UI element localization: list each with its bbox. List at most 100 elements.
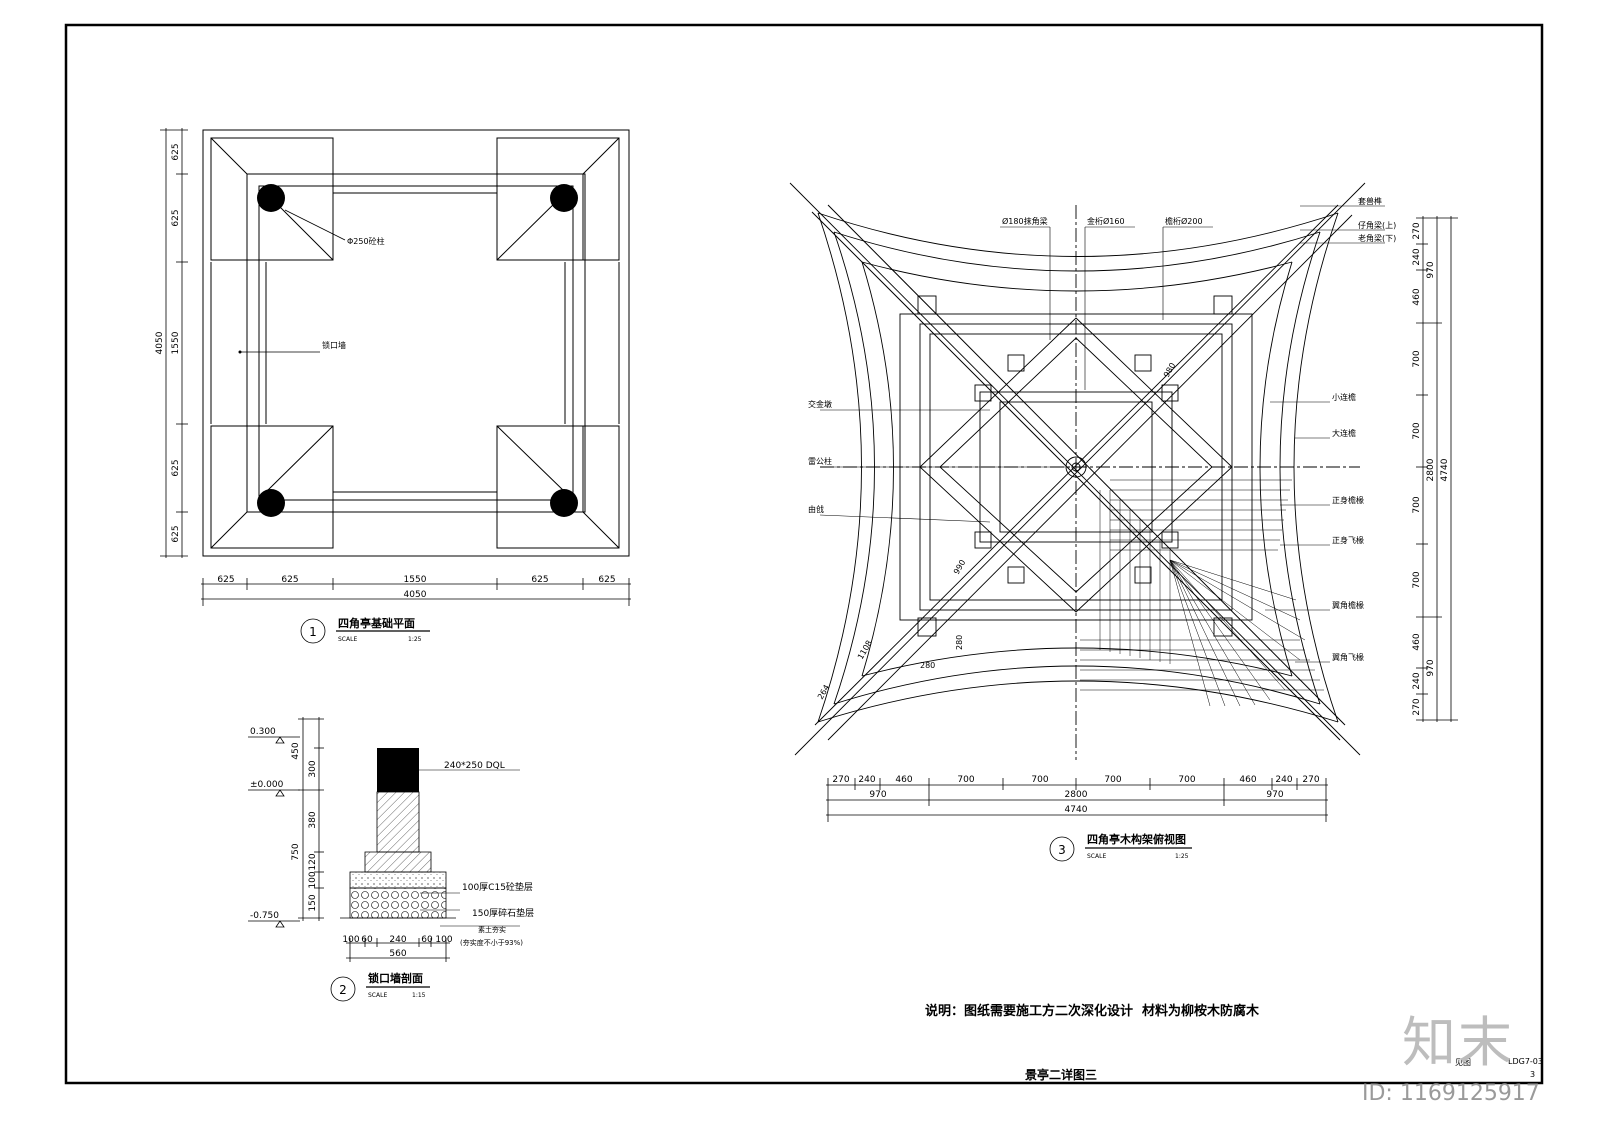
plan1-title: 四角亭基础平面 bbox=[338, 616, 415, 630]
svg-text:625: 625 bbox=[217, 575, 234, 585]
svg-text:2: 2 bbox=[339, 983, 347, 997]
concrete-columns bbox=[257, 184, 578, 517]
svg-text:280: 280 bbox=[920, 661, 935, 670]
section2-levels bbox=[248, 736, 300, 928]
svg-text:700: 700 bbox=[1412, 571, 1422, 588]
svg-text:正身檐椽: 正身檐椽 bbox=[1332, 495, 1364, 505]
svg-text:60: 60 bbox=[361, 935, 373, 945]
svg-text:1108: 1108 bbox=[856, 639, 874, 661]
plan3-title: 四角亭木构架俯视图 bbox=[1087, 832, 1186, 846]
svg-text:仔角梁(上): 仔角梁(上) bbox=[1358, 220, 1396, 230]
svg-text:4740: 4740 bbox=[1440, 458, 1450, 481]
svg-text:700: 700 bbox=[957, 775, 974, 785]
svg-text:雷公柱: 雷公柱 bbox=[808, 456, 832, 466]
svg-text:150厚碎石垫层: 150厚碎石垫层 bbox=[472, 907, 534, 919]
svg-text:625: 625 bbox=[531, 575, 548, 585]
svg-text:625: 625 bbox=[171, 525, 181, 542]
svg-text:240: 240 bbox=[389, 935, 406, 945]
svg-text:2800: 2800 bbox=[1426, 458, 1436, 481]
svg-text:625: 625 bbox=[598, 575, 615, 585]
svg-text:檐桁Ø200: 檐桁Ø200 bbox=[1165, 216, 1203, 226]
svg-text:1550: 1550 bbox=[404, 575, 427, 585]
svg-text:240: 240 bbox=[858, 775, 875, 785]
svg-text:120: 120 bbox=[308, 853, 318, 870]
column-tl bbox=[257, 184, 285, 212]
svg-text:150: 150 bbox=[308, 894, 318, 911]
svg-text:460: 460 bbox=[895, 775, 912, 785]
svg-text:交金墩: 交金墩 bbox=[808, 399, 832, 409]
svg-text:老角梁(下): 老角梁(下) bbox=[1358, 233, 1396, 243]
svg-text:由戗: 由戗 bbox=[808, 504, 824, 514]
svg-text:750: 750 bbox=[291, 843, 301, 860]
plan3-leaders bbox=[819, 205, 1385, 663]
ring-beam bbox=[377, 748, 419, 792]
plan3-title-block: 3 四角亭木构架俯视图 SCALE 1:25 bbox=[1049, 832, 1192, 862]
svg-text:SCALE: SCALE bbox=[338, 636, 357, 643]
brand-watermark: 知末 bbox=[1402, 1011, 1514, 1074]
svg-text:SCALE: SCALE bbox=[368, 992, 387, 999]
corner-footing-bl bbox=[210, 425, 334, 549]
svg-text:270: 270 bbox=[1412, 698, 1422, 715]
svg-text:240: 240 bbox=[1275, 775, 1292, 785]
timber-frame-plan bbox=[789, 182, 1366, 760]
svg-text:625: 625 bbox=[171, 143, 181, 160]
svg-text:2800: 2800 bbox=[1065, 790, 1088, 800]
svg-text:970: 970 bbox=[1426, 659, 1436, 676]
svg-text:-0.750: -0.750 bbox=[250, 911, 279, 921]
column-tr bbox=[550, 184, 578, 212]
svg-text:700: 700 bbox=[1031, 775, 1048, 785]
svg-text:1: 1 bbox=[309, 625, 317, 639]
plan1-left-dimension bbox=[160, 128, 188, 558]
column-br bbox=[550, 489, 578, 517]
svg-text:(夯实度不小于93%): (夯实度不小于93%) bbox=[460, 938, 523, 947]
svg-text:金桁Ø160: 金桁Ø160 bbox=[1087, 216, 1125, 226]
plan3-right-dimension bbox=[1416, 216, 1458, 722]
svg-text:4050: 4050 bbox=[155, 331, 165, 354]
svg-text:970: 970 bbox=[869, 790, 886, 800]
section2-level-text: 0.300 ±0.000 -0.750 bbox=[250, 727, 284, 921]
corner-footing-tl bbox=[210, 137, 334, 261]
svg-text:460: 460 bbox=[1412, 288, 1422, 305]
svg-text:100: 100 bbox=[435, 935, 452, 945]
svg-text:±0.000: ±0.000 bbox=[250, 780, 284, 790]
foundation-plan bbox=[202, 129, 630, 557]
svg-text:460: 460 bbox=[1239, 775, 1256, 785]
svg-text:0.300: 0.300 bbox=[250, 727, 276, 737]
plan1-bottom-dim-text: 625 625 1550 625 625 4050 bbox=[217, 575, 615, 600]
plan1-left-dim-text: 625 625 1550 625 625 4050 bbox=[155, 143, 181, 542]
sheet-title: 景亭二详图三 bbox=[1025, 1068, 1098, 1082]
svg-text:625: 625 bbox=[171, 209, 181, 226]
svg-text:560: 560 bbox=[389, 949, 406, 959]
svg-text:1:25: 1:25 bbox=[408, 636, 422, 643]
svg-text:4740: 4740 bbox=[1065, 805, 1088, 815]
svg-text:700: 700 bbox=[1104, 775, 1121, 785]
svg-text:大连檐: 大连檐 bbox=[1332, 428, 1356, 438]
svg-text:450: 450 bbox=[291, 742, 301, 759]
svg-text:4050: 4050 bbox=[404, 590, 427, 600]
svg-text:1550: 1550 bbox=[171, 331, 181, 354]
wall-section: 240*250 DQL 100厚C15砼垫层 150厚碎石垫层 素土夯实 (夯实… bbox=[340, 748, 534, 947]
svg-text:700: 700 bbox=[1178, 775, 1195, 785]
svg-text:270: 270 bbox=[1412, 222, 1422, 239]
svg-text:1:25: 1:25 bbox=[1175, 853, 1189, 860]
design-note: 说明：图纸需要施工方二次深化设计 材料为柳桉木防腐木 bbox=[925, 1004, 1260, 1019]
svg-text:240: 240 bbox=[1412, 672, 1422, 689]
id-tag: ID: 1169125917 bbox=[1362, 1081, 1540, 1106]
title-block-code: LDG7-03 bbox=[1508, 1057, 1543, 1066]
gravel-bed bbox=[349, 887, 447, 919]
svg-text:SCALE: SCALE bbox=[1087, 853, 1106, 860]
column-label: Φ250砼柱 bbox=[347, 236, 385, 246]
svg-text:700: 700 bbox=[1412, 422, 1422, 439]
svg-text:100: 100 bbox=[342, 935, 359, 945]
svg-text:Ø180抹角梁: Ø180抹角梁 bbox=[1002, 216, 1048, 226]
svg-text:625: 625 bbox=[281, 575, 298, 585]
sheet-frame bbox=[64, 23, 1544, 1085]
svg-text:套兽榫: 套兽榫 bbox=[1358, 196, 1382, 206]
svg-text:270: 270 bbox=[1302, 775, 1319, 785]
svg-text:素土夯实: 素土夯实 bbox=[478, 925, 506, 934]
plan3-labels: Ø180抹角梁 金桁Ø160 檐桁Ø200 套兽榫 仔角梁(上) 老角梁(下) … bbox=[808, 196, 1396, 662]
svg-text:980: 980 bbox=[1162, 361, 1177, 379]
svg-text:小连檐: 小连檐 bbox=[1332, 392, 1356, 402]
section2-title-block: 2 锁口墙剖面 SCALE 1:15 bbox=[330, 971, 430, 1002]
svg-text:1:15: 1:15 bbox=[412, 992, 426, 999]
